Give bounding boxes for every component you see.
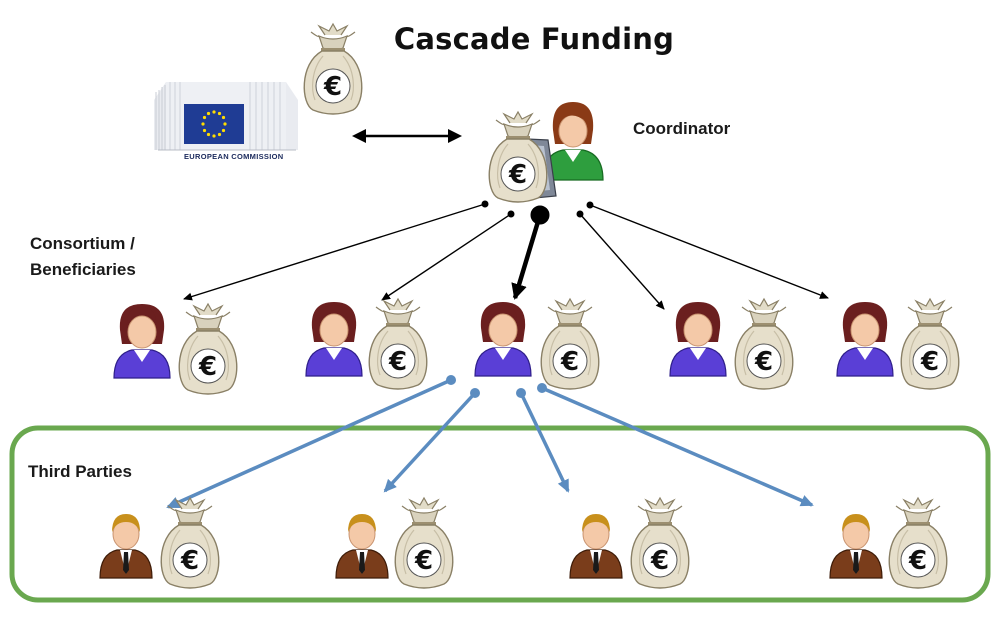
beneficiary-to-third-parties-arrows [166, 375, 814, 509]
person-icon [99, 513, 153, 579]
person-icon [335, 513, 389, 579]
person-icon [305, 301, 363, 377]
money-bag-icon [540, 298, 600, 390]
third-parties-label: Third Parties [28, 462, 132, 481]
person-icon [836, 301, 894, 377]
person-icon [669, 301, 727, 377]
coordinator-to-beneficiaries-arrows [183, 200, 829, 310]
beneficiary-5 [836, 298, 960, 390]
money-bag-icon [368, 298, 428, 390]
diagram-title: Cascade Funding [393, 22, 675, 56]
beneficiary-1 [113, 303, 238, 395]
consortium-label-line1: Consortium / [30, 234, 135, 253]
beneficiary-4 [669, 298, 794, 390]
arrow-icon [352, 129, 462, 143]
money-bag-icon [900, 298, 960, 390]
money-bag-icon [888, 497, 948, 589]
person-icon [569, 513, 623, 579]
money-bag-icon [630, 497, 690, 589]
third-party-3 [569, 497, 690, 589]
third-parties-frame [9, 425, 991, 603]
money-bag-icon [394, 497, 454, 589]
person-icon [474, 301, 532, 377]
person-icon [829, 513, 883, 579]
third-party-2 [335, 497, 454, 589]
beneficiary-2 [305, 298, 428, 390]
consortium-label-line2: Beneficiaries [30, 260, 136, 279]
person-icon [113, 303, 171, 379]
money-bag-icon [734, 298, 794, 390]
eu-logo-caption: EUROPEAN COMMISSION [184, 152, 284, 161]
eu-building-icon [154, 82, 298, 151]
money-bag-icon [178, 303, 238, 395]
third-party-1 [99, 497, 220, 589]
coordinator-label: Coordinator [633, 119, 731, 138]
beneficiary-3 [474, 298, 600, 390]
consortium-label: Consortium / Beneficiaries [30, 231, 136, 283]
money-bag-icon [160, 497, 220, 589]
money-bag-icon [303, 23, 363, 115]
third-party-4 [829, 497, 948, 589]
money-bag-icon [488, 111, 548, 203]
